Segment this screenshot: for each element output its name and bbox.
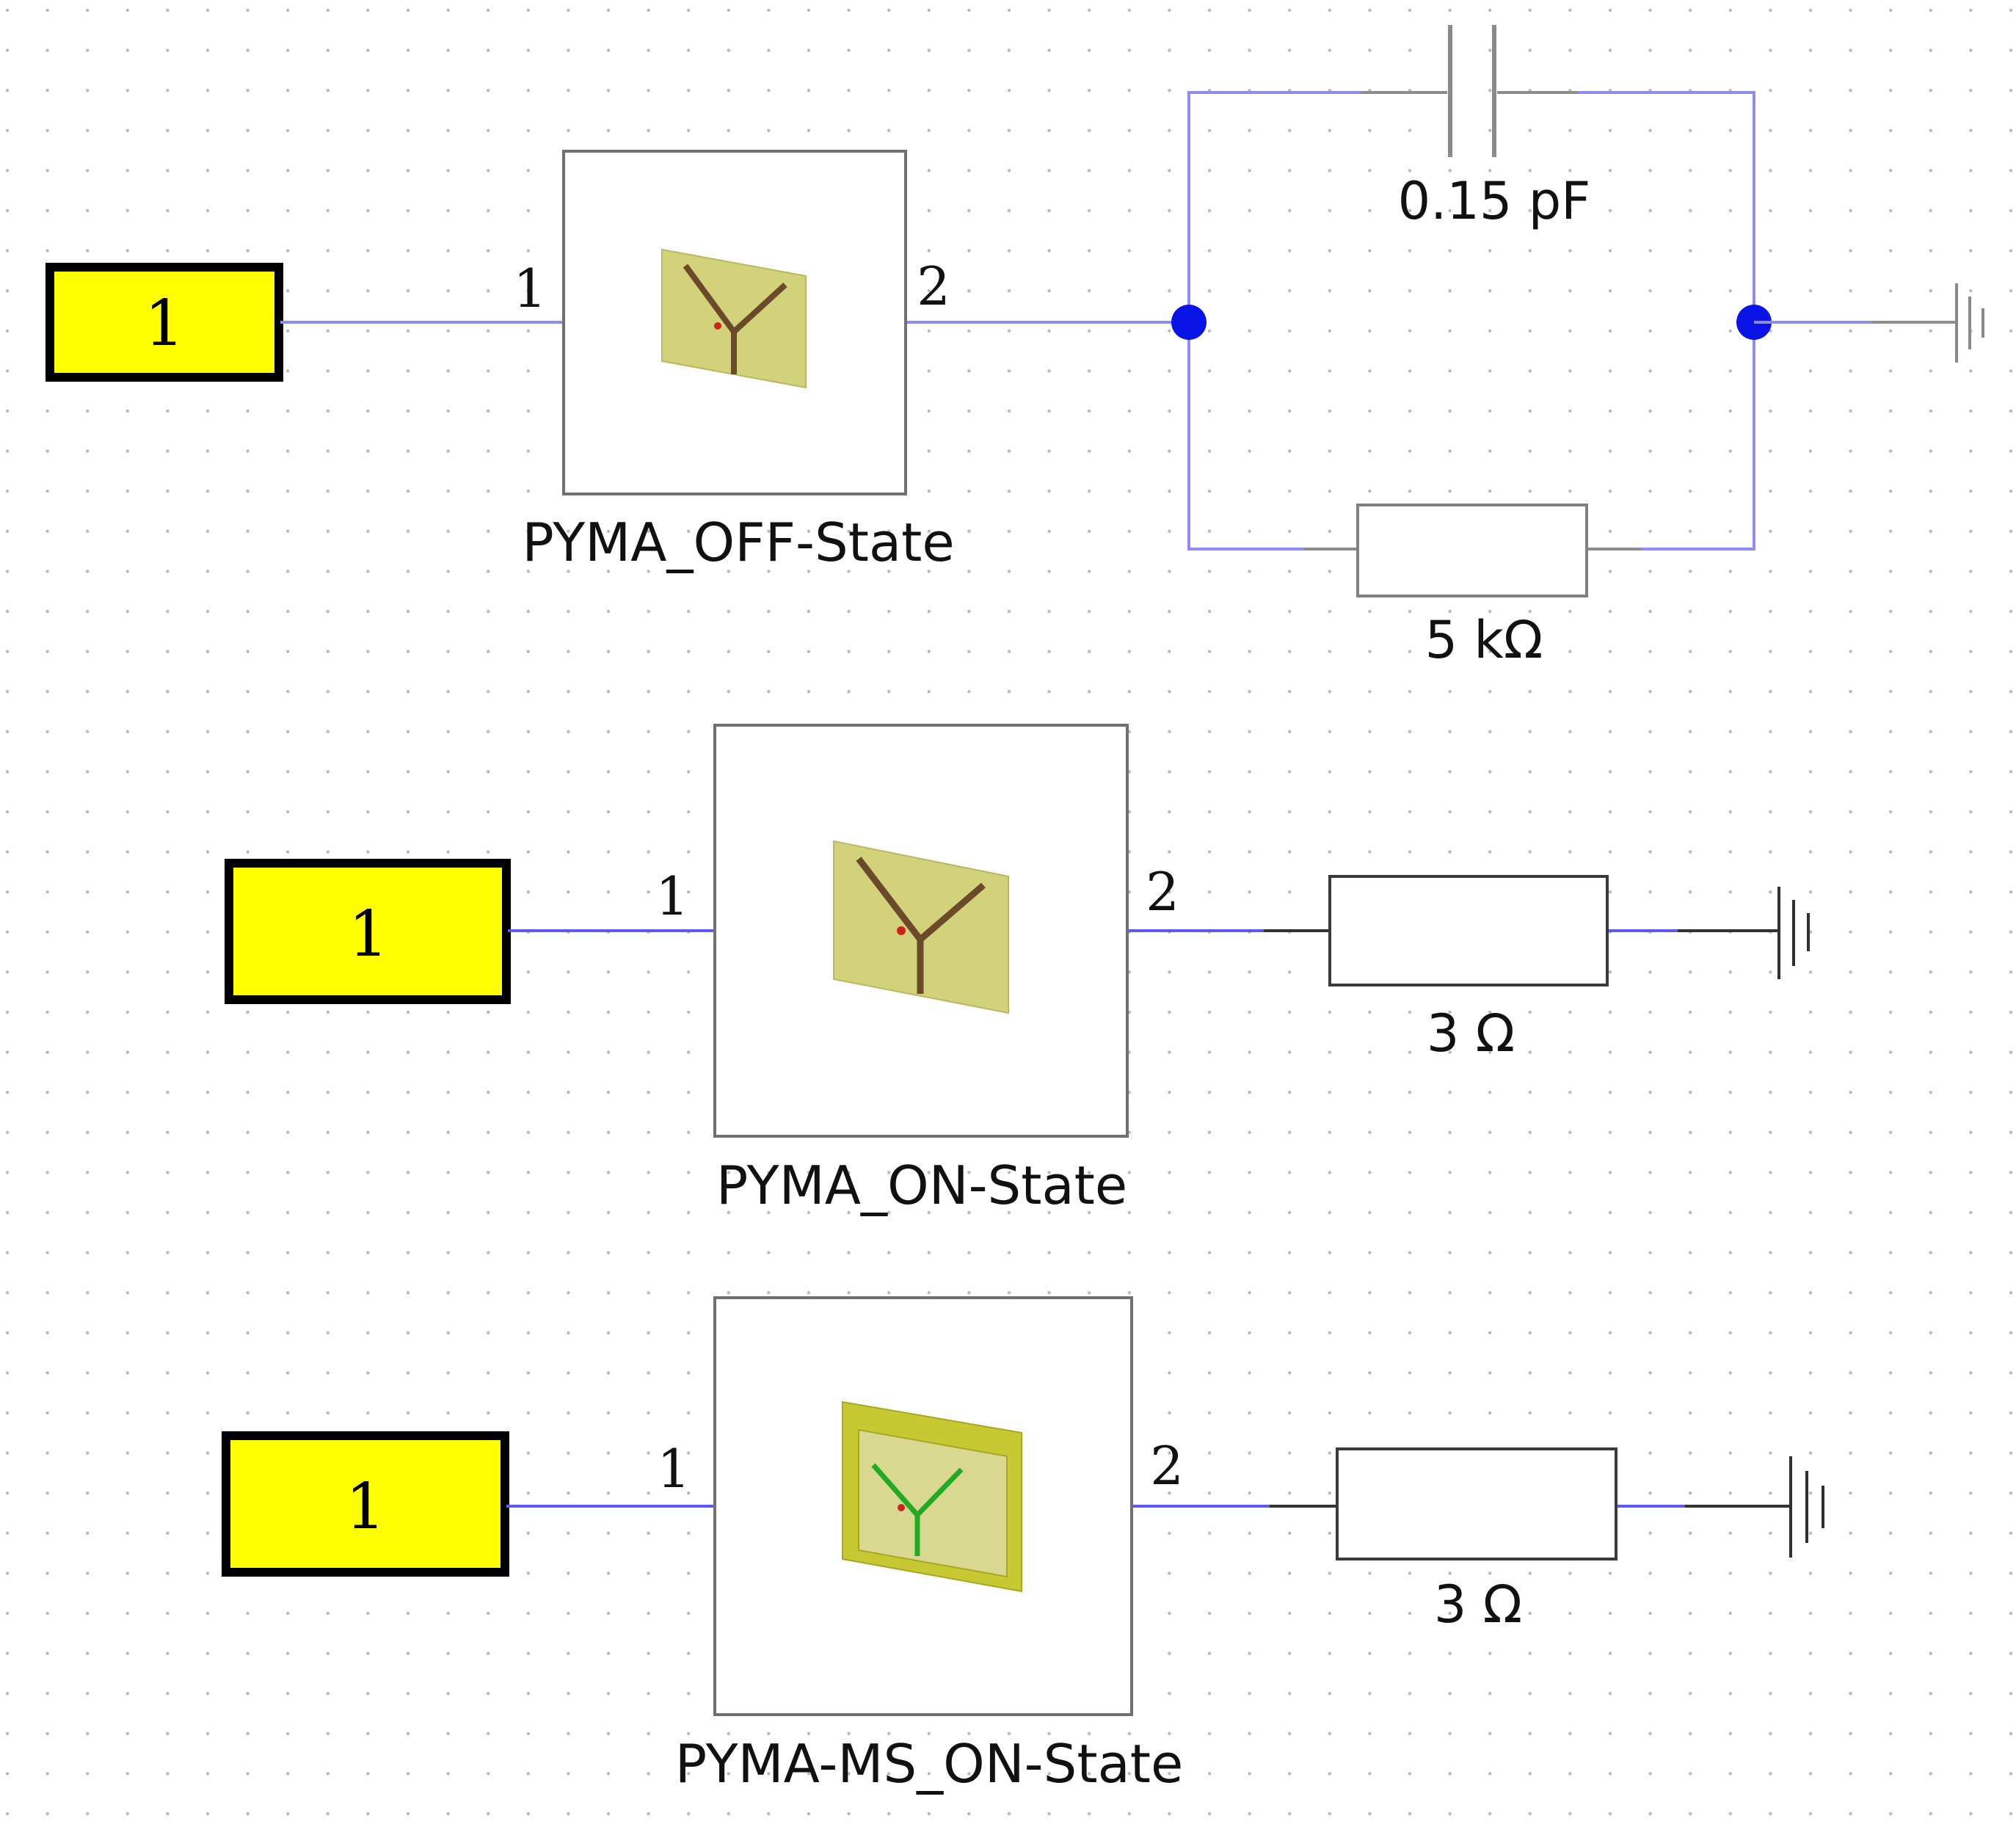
circuit-ms-on-state: 1 1 PYMA-MS_ON-State 2 3 Ω <box>222 1296 1824 1795</box>
antenna-icon <box>833 840 1009 1014</box>
ground-icon <box>1789 1456 1824 1558</box>
pin-1-label: 1 <box>513 258 547 319</box>
block-label: PYMA-MS_ON-State <box>675 1733 1184 1795</box>
pin-1-label: 1 <box>655 865 689 927</box>
ground-icon <box>1777 887 1810 979</box>
resistor-value: 3 Ω <box>1427 1003 1515 1064</box>
port-label: 1 <box>346 1470 386 1544</box>
port-block[interactable] <box>46 263 283 382</box>
port-block[interactable] <box>222 1431 509 1577</box>
circuit-on-state: 1 1 PYMA_ON-State 2 3 Ω <box>225 724 1810 1216</box>
pin-2-label: 2 <box>1150 1435 1184 1497</box>
sparam-block[interactable] <box>713 1296 1133 1716</box>
block-label: PYMA_OFF-State <box>522 512 954 573</box>
resistor-icon[interactable] <box>1328 875 1609 987</box>
wire[interactable] <box>1187 322 1303 551</box>
pin-2-label: 2 <box>917 255 950 317</box>
wire[interactable] <box>1578 91 1755 322</box>
antenna-icon <box>661 248 807 389</box>
circuit-off-state: 1 1 PYMA_OFF-State 2 0.15 pF <box>46 25 1984 670</box>
capacitor-value: 0.15 pF <box>1398 171 1591 231</box>
wire[interactable] <box>1187 91 1361 322</box>
resistor-value: 5 kΩ <box>1425 610 1543 670</box>
resistor-value: 3 Ω <box>1434 1574 1522 1635</box>
pin-2-label: 2 <box>1146 861 1179 923</box>
port-block[interactable] <box>225 859 511 1004</box>
resistor-icon[interactable] <box>1356 504 1588 597</box>
antenna-icon <box>842 1400 1022 1593</box>
port-label: 1 <box>349 898 389 971</box>
resistor-icon[interactable] <box>1336 1447 1617 1560</box>
pin-1-label: 1 <box>657 1438 691 1500</box>
port-label: 1 <box>145 287 185 360</box>
wire[interactable] <box>1641 322 1755 551</box>
ground-icon <box>1955 283 1984 363</box>
block-label: PYMA_ON-State <box>716 1155 1127 1216</box>
capacitor-icon[interactable] <box>1448 25 1496 157</box>
junction-node <box>1171 305 1207 340</box>
